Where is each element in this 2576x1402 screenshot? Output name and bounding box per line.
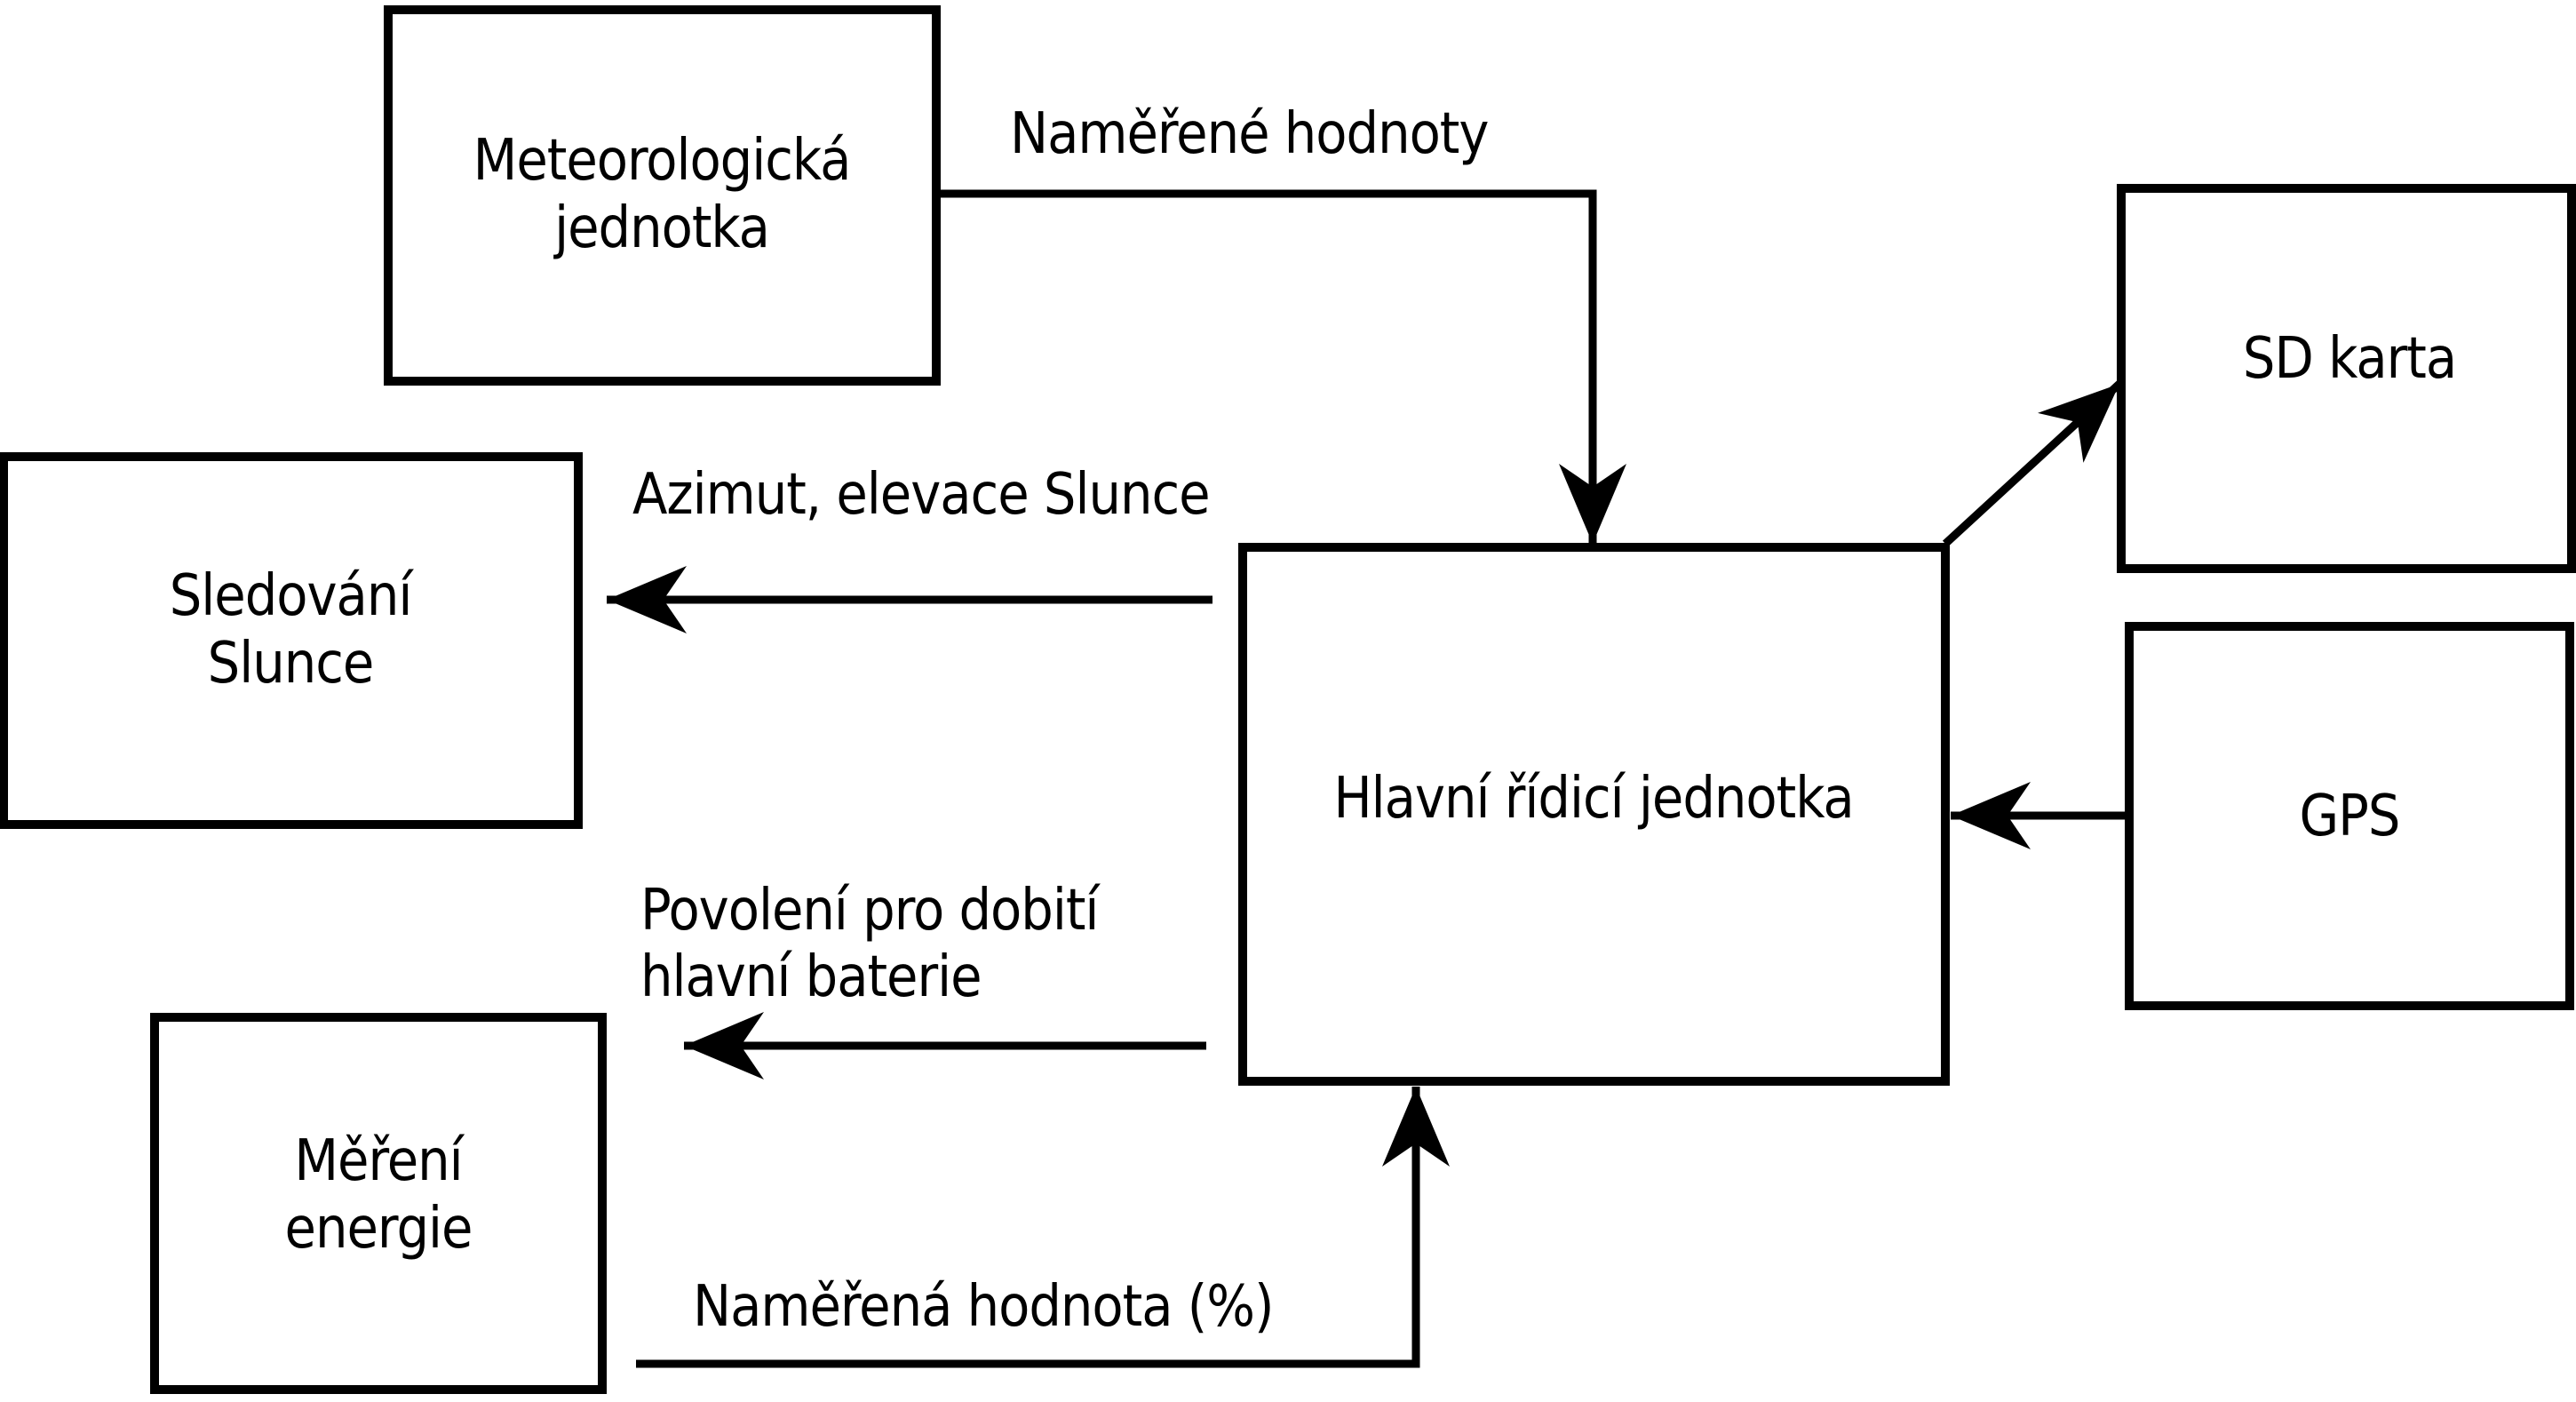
sd-card-label: SD karta [2243, 326, 2456, 392]
node-mereni-energie [150, 1013, 607, 1394]
energy-measurement-label-line2: energie [285, 1196, 473, 1262]
charge-permission-label-line1: Povolení pro dobití [640, 878, 1101, 944]
node-hlavni-ridici-jednotka [1238, 543, 1950, 1086]
edge-to-sd-card-arrow [1942, 380, 2123, 547]
meteo-unit-label-line2: jednotka [553, 195, 769, 261]
meteo-unit-label-line1: Meteorologická [473, 128, 851, 194]
charge-permission-label-line2: hlavní baterie [640, 944, 982, 1010]
node-sledovani-slunce [0, 452, 583, 829]
sun-tracking-label-line1: Sledování [170, 563, 415, 629]
node-meteorologicka-jednotka [384, 5, 941, 386]
sun-azimuth-label: Azimut, elevace Slunce [632, 462, 1210, 528]
main-control-unit-label: Hlavní řídicí jednotka [1333, 766, 1853, 832]
node-gps [2125, 622, 2574, 1010]
measured-percent-label: Naměřená hodnota (%) [693, 1274, 1273, 1340]
edge-measured-values-arrow [934, 189, 1626, 544]
gps-label: GPS [2300, 784, 2400, 849]
energy-measurement-label-line1: Měření [294, 1128, 465, 1194]
measured-values-label: Naměřené hodnoty [1010, 101, 1488, 167]
node-sd-karta [2117, 184, 2576, 573]
edge-measured-percent-arrow [636, 1087, 1450, 1368]
sun-tracking-label-line2: Slunce [208, 631, 374, 697]
